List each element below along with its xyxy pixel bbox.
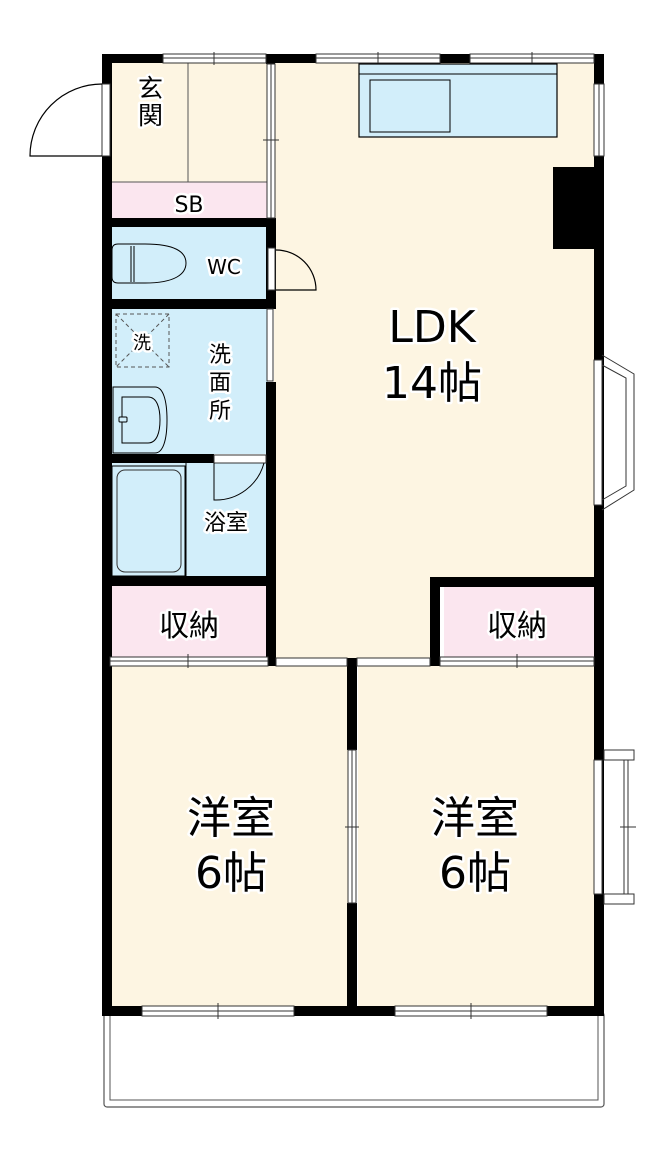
kitchen-counter [358,63,558,138]
bay-window-western [603,749,636,905]
storage-left-label: 収納 [159,609,219,644]
storage-right-floor [444,586,596,658]
western-right-size: 6帖 [439,848,511,899]
toilet-fixture [111,243,187,284]
balcony [103,1011,605,1108]
washroom-label-3: 所 [209,399,231,424]
western-left-name: 洋室 [187,793,275,844]
shoe-box-label: SB [174,193,203,218]
bay-window-ldk [601,354,635,511]
shoe-box-floor [110,182,268,218]
western-left-floor [110,666,348,1008]
wc-label: WC [207,255,241,279]
wash-basin [112,386,168,454]
western-right-floor [358,666,596,1008]
washroom-label-1: 洗 [209,343,231,368]
washroom-label-2: 面 [209,371,231,396]
bathtub [111,463,187,577]
wc-door-swing [275,249,317,291]
western-right-name: 洋室 [431,793,519,844]
windows [101,52,605,1019]
sink [369,79,451,133]
washer-pan [115,313,170,368]
genkan-label: 玄関 [135,75,164,129]
ldk-size: 14帖 [382,358,482,409]
entrance-door-swing [29,83,103,157]
washer-label: 洗 [133,333,151,354]
bathroom-label: 浴室 [204,511,248,536]
ldk-floor [274,62,596,662]
doors [29,83,317,501]
ldk-name: LDK [388,302,476,353]
storage-left-floor [110,586,268,658]
genkan-floor [110,62,268,183]
storage-right-label: 収納 [487,609,547,644]
western-left-size: 6帖 [195,848,267,899]
